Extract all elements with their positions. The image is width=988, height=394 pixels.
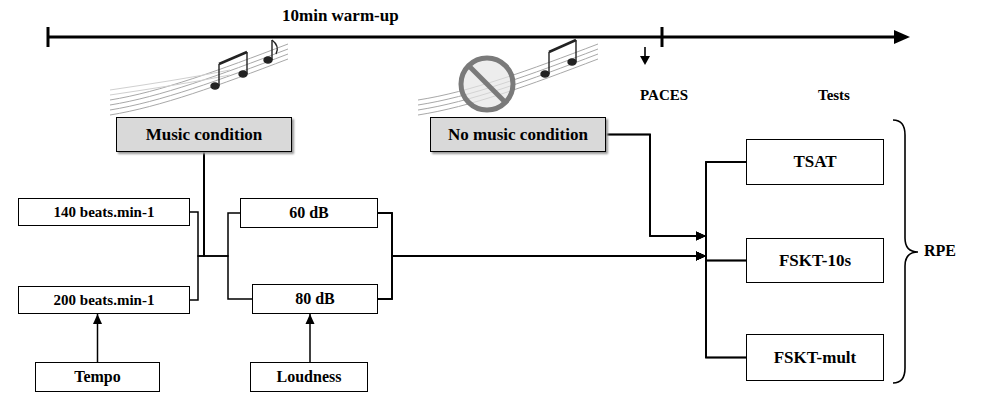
connector: [190, 152, 204, 300]
arrow-head: [696, 252, 706, 261]
factor-box: Tempo: [35, 362, 160, 392]
connector: [606, 135, 746, 241]
arrow-head: [696, 252, 706, 261]
music-illustration: [110, 44, 288, 115]
box-text: TSAT: [793, 152, 836, 172]
measure-label: RPE: [924, 242, 956, 260]
timeline-tick: [661, 27, 664, 47]
box-text: Music condition: [146, 125, 263, 145]
connector: [93, 314, 102, 362]
down-arrow-head: [640, 56, 650, 65]
timeline-label: 10min warm-up: [282, 6, 399, 26]
connector-line: [378, 213, 746, 358]
timeline: [48, 36, 898, 39]
connector-line: [606, 135, 746, 261]
connector: [378, 213, 746, 358]
arrow-head: [696, 232, 706, 241]
arrow-head: [306, 314, 315, 324]
music-notes: [211, 40, 277, 89]
music-illustration: [418, 44, 598, 115]
timeline-head: [894, 30, 910, 44]
connector-line: [606, 135, 746, 358]
arrow-head: [696, 232, 706, 241]
test-box: TSAT: [746, 139, 884, 185]
connector: [378, 252, 746, 358]
arrow-head: [696, 252, 706, 261]
box-text: FSKT-mult: [774, 348, 857, 368]
connector-line: [190, 152, 204, 300]
test-box: FSKT-10s: [746, 238, 884, 283]
connector: [606, 135, 746, 261]
connector: [378, 162, 746, 299]
box-text: 60 dB: [289, 204, 329, 222]
brace: [893, 120, 918, 383]
connector-line: [378, 256, 746, 358]
box-text: Loudness: [277, 368, 342, 386]
arrow-head: [696, 252, 706, 261]
factor-box: Loudness: [250, 362, 368, 392]
condition-box: No music condition: [430, 117, 606, 152]
box-text: 80 dB: [295, 290, 335, 308]
connector-line: [378, 162, 746, 299]
connector-line: [190, 152, 204, 256]
connector-line: [378, 256, 746, 299]
loudness-box: 60 dB: [240, 198, 378, 228]
tempo-box: 200 beats.min-1: [18, 286, 190, 314]
connector: [378, 162, 746, 261]
time-point-label: PACES: [640, 87, 688, 104]
box-text: FSKT-10s: [779, 251, 851, 271]
connector-line: [378, 162, 746, 256]
box-text: 140 beats.min-1: [54, 204, 155, 221]
tempo-box: 140 beats.min-1: [18, 198, 190, 226]
test-box: FSKT-mult: [746, 334, 884, 381]
prohibition-sign: [461, 58, 513, 110]
connector-line: [606, 135, 746, 237]
connector: [204, 152, 240, 256]
box-text: Tempo: [74, 368, 121, 386]
timeline-tick: [47, 27, 50, 47]
arrow-head: [696, 252, 706, 261]
connector: [190, 152, 204, 256]
box-text: 200 beats.min-1: [54, 292, 155, 309]
connector: [606, 135, 746, 358]
connector-line: [204, 152, 240, 256]
arrow-head: [696, 232, 706, 241]
box-text: No music condition: [448, 125, 588, 145]
connector: [306, 314, 315, 362]
connector: [378, 252, 746, 300]
section-label: Tests: [818, 87, 850, 104]
arrow-head: [93, 314, 102, 324]
condition-box: Music condition: [116, 117, 292, 152]
music-notes: [541, 40, 576, 77]
arrow-head: [696, 252, 706, 261]
loudness-box: 80 dB: [252, 284, 378, 314]
